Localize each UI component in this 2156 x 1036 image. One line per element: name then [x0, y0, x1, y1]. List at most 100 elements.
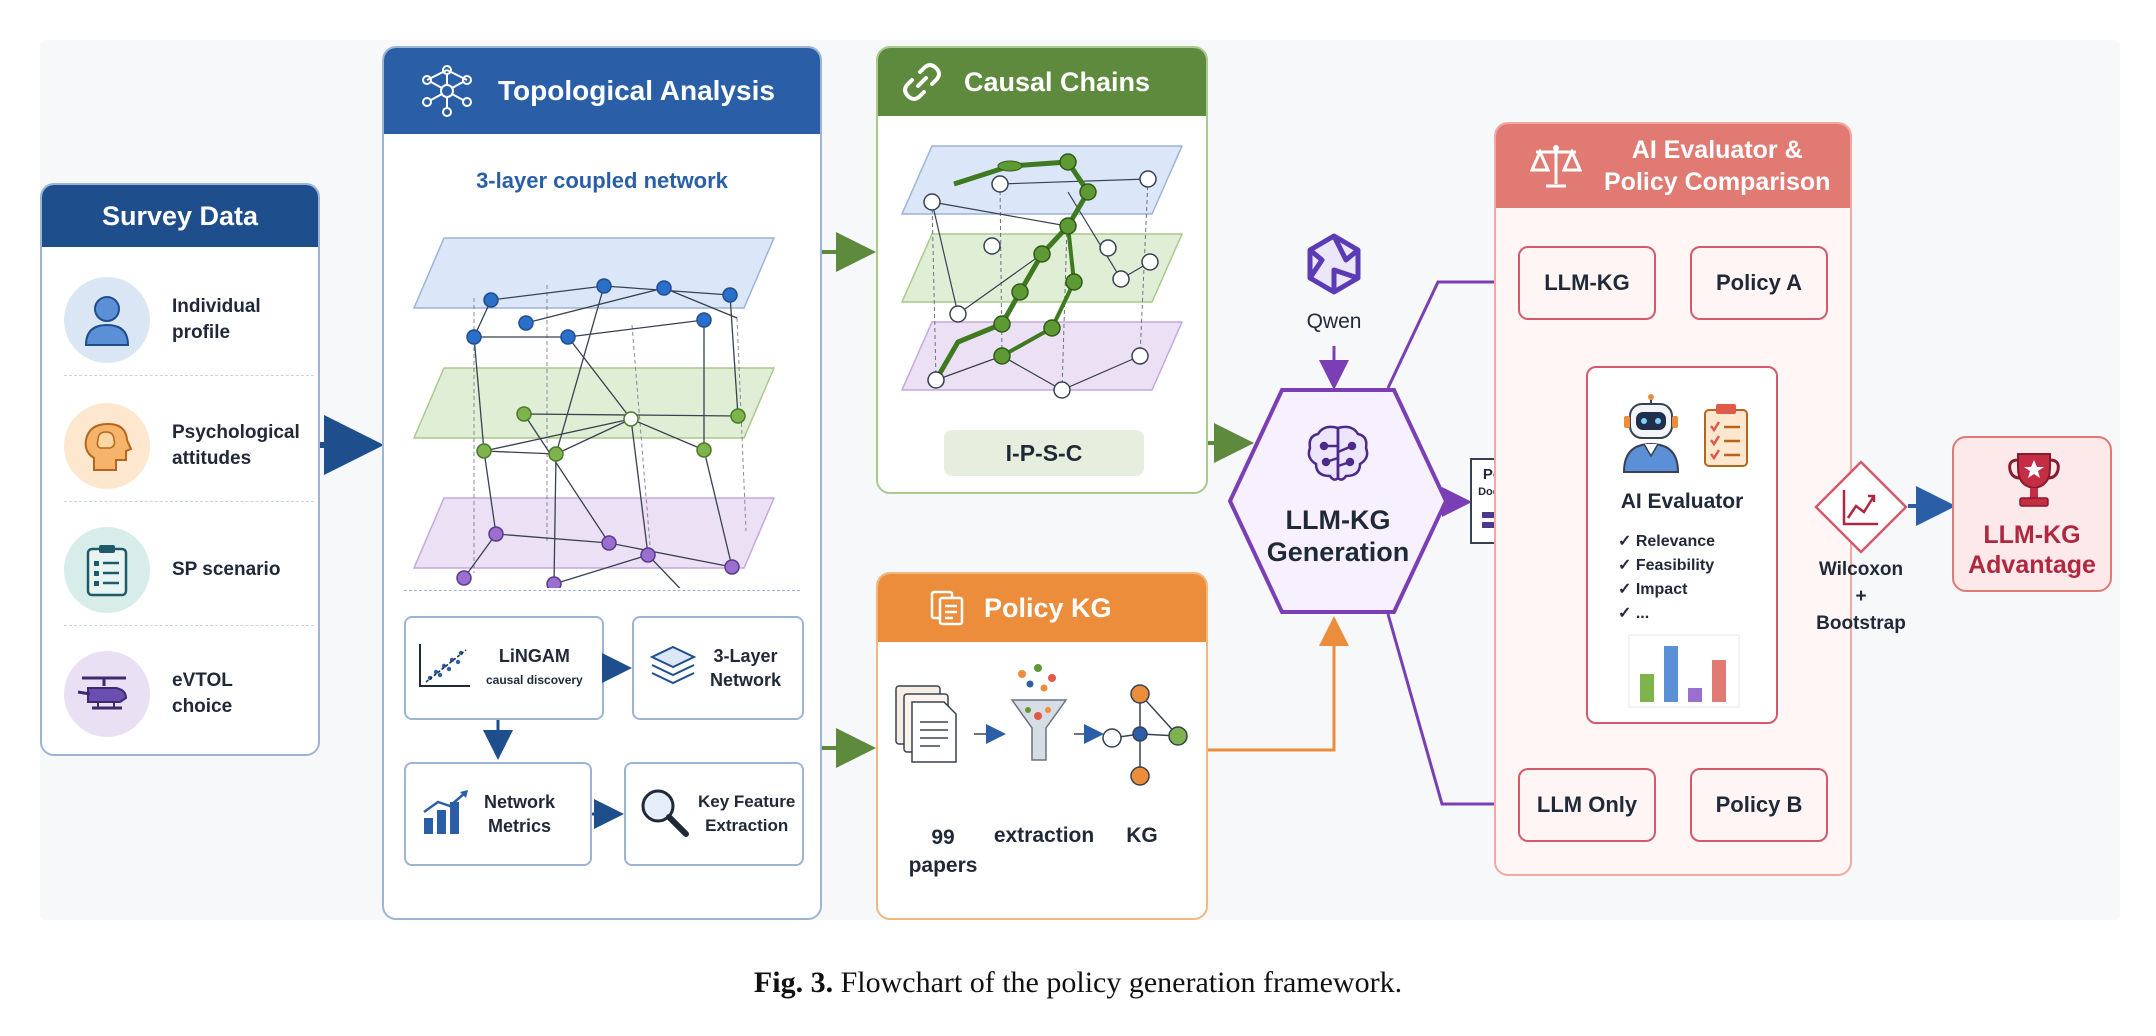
divider	[64, 501, 314, 502]
eval-bar	[1664, 646, 1678, 702]
ai-evaluator-title: AI Evaluator	[1620, 490, 1744, 513]
survey-item-psychological: Psychological attitudes	[64, 391, 304, 501]
caption-text: Flowchart of the policy generation frame…	[840, 966, 1403, 999]
survey-item-label: SP scenario	[172, 559, 281, 580]
topology-title: Topological Analysis	[498, 75, 775, 106]
survey-item-label: attitudes	[172, 448, 252, 469]
divider	[64, 625, 314, 626]
policykg-title: Policy KG	[984, 592, 1112, 623]
ipsc-chain-label: I-P-S-C	[944, 430, 1144, 476]
section-divider	[404, 590, 800, 591]
criterion-impact: ✓ Impact	[1618, 581, 1688, 598]
scales-icon	[1530, 140, 1582, 192]
topology-panel: Topological Analysis 3-layer coupled net…	[382, 46, 822, 920]
helicopter-icon	[64, 651, 150, 737]
policy-b-node: Policy B	[1690, 768, 1828, 842]
checklist-clipboard-icon	[1704, 404, 1748, 467]
scatter-plot-icon	[416, 642, 472, 695]
brain-head-icon	[64, 403, 150, 489]
person-icon	[64, 277, 150, 363]
metrics-line2: Metrics	[487, 816, 552, 836]
lingam-subtitle: causal discovery	[486, 673, 583, 687]
survey-item-sp-scenario: SP scenario	[64, 515, 304, 625]
result-line2: Advantage	[1968, 551, 2096, 579]
qwen-label: Qwen	[1306, 310, 1362, 333]
brain-chip-icon	[1307, 425, 1369, 481]
topology-inner-arrows	[483, 653, 632, 829]
policy-kg-graphic	[895, 664, 1188, 786]
evaluator-title-line1: AI Evaluator &	[1631, 136, 1803, 164]
lingam-title: LiNGAM	[498, 646, 570, 666]
bar-chart-icon	[420, 788, 472, 841]
causal-chain-graphic	[900, 145, 1184, 399]
three-layer-network-graphic	[412, 237, 776, 588]
qwen-logo-icon	[1292, 230, 1376, 302]
layers-stack-icon	[648, 643, 698, 694]
arrow-policykg-llmkg	[1208, 616, 1349, 752]
survey-item-label: Individual	[172, 296, 261, 317]
knowledge-graph-icon	[1102, 684, 1188, 786]
link-chain-icon	[900, 60, 944, 104]
stats-line3: Bootstrap	[1816, 613, 1906, 634]
policy-kg-panel: Policy KG 99 papers extraction KG	[876, 572, 1208, 920]
survey-item-label: profile	[172, 322, 231, 343]
caption-label: Fig. 3.	[753, 966, 834, 999]
llmkg-generation-hexagon	[1227, 388, 1449, 614]
eval-bar	[1712, 660, 1726, 702]
causal-chains-panel: Causal Chains I-P-S-C	[876, 46, 1208, 494]
key-feature-line1: Key Feature	[698, 792, 796, 811]
stats-line2: +	[1855, 586, 1867, 607]
trend-chart-icon	[1842, 490, 1878, 526]
causal-title: Causal Chains	[964, 66, 1151, 97]
policy-a-node: Policy A	[1690, 246, 1828, 320]
three-layer-line2: Network	[710, 670, 782, 690]
survey-panel: Survey Data Individual profile Psychologi…	[40, 183, 320, 756]
paper-stack-icon	[895, 685, 957, 763]
survey-title: Survey Data	[101, 200, 259, 231]
three-layer-line1: 3-Layer	[713, 646, 778, 666]
llmkg-gen-line1: LLM-KG	[1285, 505, 1391, 535]
criterion-feasibility: ✓ Feasibility	[1618, 557, 1715, 574]
survey-item-profile: Individual profile	[64, 265, 304, 375]
llmkg-advantage-box: LLM-KG Advantage	[1952, 436, 2112, 592]
topology-subtitle: 3-layer coupled network	[476, 168, 728, 193]
clipboard-icon	[64, 527, 150, 613]
documents-icon	[928, 588, 968, 628]
stats-line1: Wilcoxon	[1818, 559, 1904, 580]
network-hub-icon	[420, 64, 474, 118]
lingam-box: LiNGAM causal discovery	[404, 616, 604, 720]
stats-diamond	[1814, 460, 1908, 554]
eval-bar	[1688, 688, 1702, 702]
papers-count: 99	[931, 826, 955, 849]
magnifier-icon	[638, 786, 690, 843]
robot-icon	[1622, 394, 1680, 473]
evaluation-bar-chart	[1628, 634, 1740, 708]
arrow-llmkg-upper	[1386, 267, 1524, 389]
eval-bar	[1640, 674, 1654, 702]
metrics-line1: Network	[484, 792, 556, 812]
result-line1: LLM-KG	[1983, 521, 2081, 549]
survey-item-evtol: eVTOL choice	[64, 639, 304, 749]
evaluator-title-line2: Policy Comparison	[1604, 168, 1831, 196]
key-feature-line2: Extraction	[705, 816, 789, 835]
divider	[64, 375, 314, 376]
survey-item-label: choice	[172, 696, 233, 717]
funnel-icon	[1010, 664, 1068, 761]
survey-item-label: Psychological	[172, 422, 300, 443]
ai-evaluator-box: AI Evaluator ✓ Relevance ✓ Feasibility ✓…	[1586, 366, 1778, 724]
kg-label: KG	[1126, 824, 1158, 847]
extraction-label: extraction	[993, 824, 1095, 847]
llm-kg-node: LLM-KG	[1518, 246, 1656, 320]
criterion-relevance: ✓ Relevance	[1618, 533, 1716, 550]
criterion-more: ✓ ...	[1618, 605, 1650, 622]
llm-only-node: LLM Only	[1518, 768, 1656, 842]
trophy-icon	[2008, 453, 2060, 507]
figure-caption: Fig. 3. Flowchart of the policy generati…	[0, 966, 2156, 1000]
papers-label: papers	[908, 854, 978, 877]
llmkg-gen-line2: Generation	[1266, 537, 1410, 567]
arrow-llmkg-lower	[1386, 613, 1524, 819]
survey-item-label: eVTOL	[172, 670, 233, 691]
